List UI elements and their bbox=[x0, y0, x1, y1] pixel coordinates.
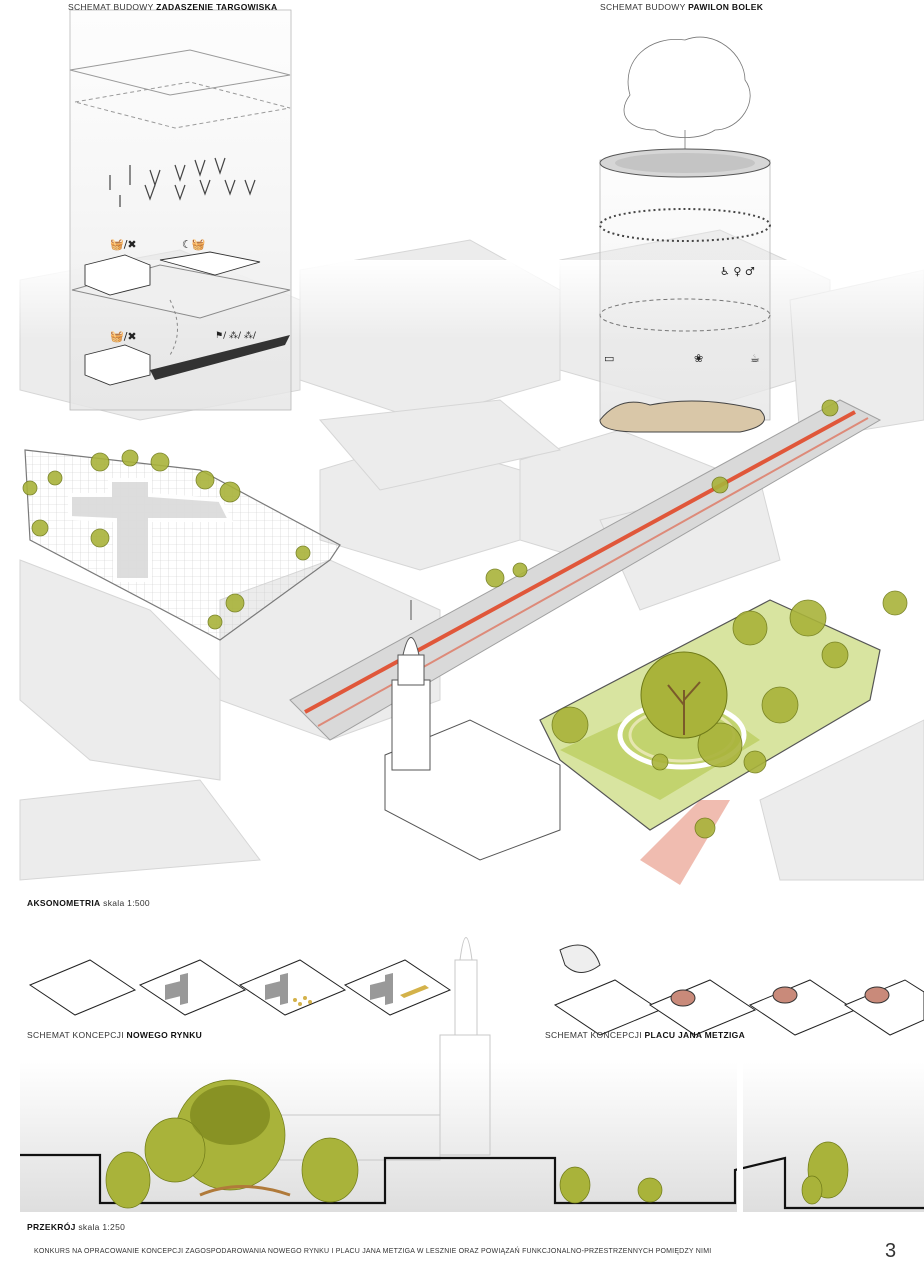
svg-text:♿ ♀ ♂: ♿ ♀ ♂ bbox=[720, 265, 755, 278]
market-roof-exploded: 🧺/✖ ☾🧺 🧺/✖ ⚑/ ⁂/ ⁂/ bbox=[69, 9, 292, 411]
heading-section: PRZEKRÓJ skala 1:250 bbox=[27, 1222, 125, 1232]
pavilion-exploded: ♿ ♀ ♂ ▭ ❀ ☕ bbox=[599, 36, 771, 433]
heading-new-market: SCHEMAT KONCEPCJI NOWEGO RYNKU bbox=[27, 1030, 202, 1040]
heading-pavilion-prefix: SCHEMAT BUDOWY bbox=[600, 2, 689, 12]
heading-market-roof-prefix: SCHEMAT BUDOWY bbox=[68, 2, 157, 12]
heading-section-scale: skala 1:250 bbox=[75, 1222, 126, 1232]
heading-market-roof-bold: ZADASZENIE TARGOWISKA bbox=[156, 2, 278, 12]
footer-text: KONKURS NA OPRACOWANIE KONCEPCJI ZAGOSPO… bbox=[34, 1248, 712, 1255]
concept-diagrams bbox=[28, 959, 924, 1036]
heading-new-market-prefix: SCHEMAT KONCEPCJI bbox=[27, 1030, 127, 1040]
heading-pavilion-bold: PAWILON BOLEK bbox=[688, 2, 764, 12]
heading-metzig: SCHEMAT KONCEPCJI PLACU JANA METZIGA bbox=[545, 1030, 745, 1040]
heading-metzig-prefix: SCHEMAT KONCEPCJI bbox=[545, 1030, 645, 1040]
svg-text:▭: ▭ bbox=[604, 352, 614, 365]
heading-axonometry-bold: AKSONOMETRIA bbox=[27, 898, 101, 908]
svg-text:☾🧺: ☾🧺 bbox=[182, 238, 206, 251]
church bbox=[384, 600, 561, 861]
plan-trees bbox=[22, 399, 908, 839]
heading-metzig-bold: PLACU JANA METZIGA bbox=[644, 1030, 746, 1040]
svg-text:☕: ☕ bbox=[750, 352, 760, 365]
svg-text:🧺/✖: 🧺/✖ bbox=[110, 238, 137, 251]
heading-axonometry-scale: skala 1:500 bbox=[100, 898, 150, 908]
heading-pavilion: SCHEMAT BUDOWY PAWILON BOLEK bbox=[600, 2, 763, 12]
heading-section-bold: PRZEKRÓJ bbox=[27, 1222, 76, 1232]
concept-fills bbox=[165, 944, 890, 1007]
heading-axonometry: AKSONOMETRIA skala 1:500 bbox=[27, 898, 150, 908]
new-market-square bbox=[24, 449, 341, 641]
page-number: 3 bbox=[885, 1240, 897, 1262]
heading-new-market-bold: NOWEGO RYNKU bbox=[126, 1030, 203, 1040]
svg-text:🧺/✖: 🧺/✖ bbox=[110, 330, 137, 343]
section-drawing bbox=[20, 937, 924, 1212]
heading-market-roof: SCHEMAT BUDOWY ZADASZENIE TARGOWISKA bbox=[68, 2, 277, 12]
svg-text:⚑/ ⁂/ ⁂/: ⚑/ ⁂/ ⁂/ bbox=[215, 330, 257, 341]
svg-text:❀: ❀ bbox=[694, 352, 703, 365]
